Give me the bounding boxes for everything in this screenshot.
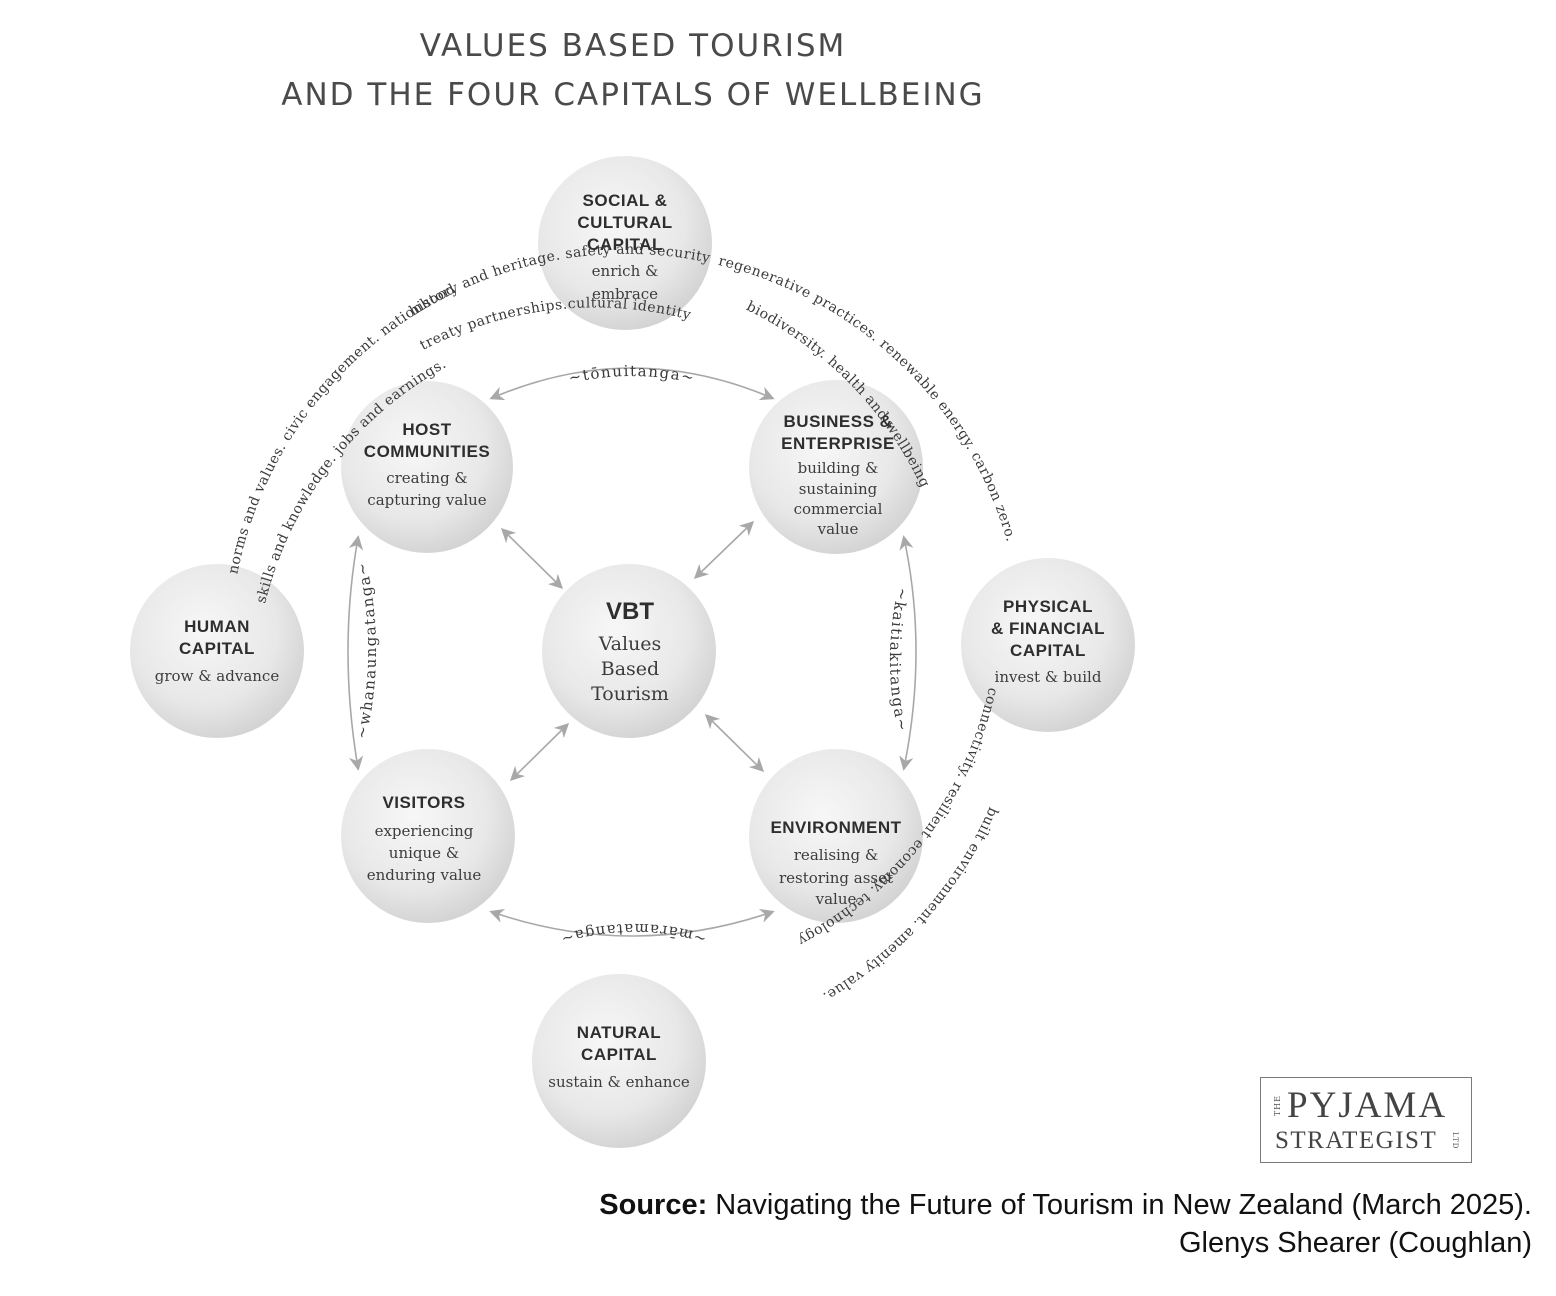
logo-the: THE: [1273, 1095, 1282, 1117]
host-sub-2: capturing value: [367, 491, 487, 509]
vbt-sub-2: Based: [601, 658, 659, 680]
social-title-1: SOCIAL &: [583, 191, 668, 210]
diagram-title-line1: VALUES BASED TOURISM: [420, 28, 847, 64]
visitors-sub-3: enduring value: [367, 866, 482, 884]
logo-word-pyjama: PYJAMA: [1287, 1085, 1448, 1126]
natural-title-1: NATURAL: [577, 1023, 661, 1042]
human-capital-circle: [130, 564, 304, 738]
physical-financial-capital-circle: [961, 558, 1135, 732]
natural-sub-1: sustain & enhance: [548, 1073, 690, 1091]
logo-word-strategist: STRATEGIST: [1275, 1127, 1438, 1154]
arrow-visitors-environment: [489, 908, 775, 937]
host-communities-circle: [341, 381, 513, 553]
business-title-2: ENTERPRISE: [781, 434, 895, 453]
social-title-3: CAPITAL: [587, 235, 663, 254]
physical-sub-1: invest & build: [995, 668, 1102, 686]
human-title-2: CAPITAL: [179, 639, 255, 658]
human-capital-text: HUMAN CAPITAL grow & advance: [155, 617, 280, 685]
environment-sub-3: value: [815, 890, 857, 908]
social-sub-2: embrace: [592, 285, 658, 303]
environment-sub-2: restoring asset: [779, 869, 893, 887]
connector-label-right: ~kaitiakitanga~: [886, 586, 912, 734]
vbt-sub-3: Tourism: [591, 683, 669, 705]
diagram-title-line2: AND THE FOUR CAPITALS OF WELLBEING: [281, 77, 984, 113]
natural-title-2: CAPITAL: [581, 1045, 657, 1064]
connector-label-bottom: ~māramatanga~: [558, 920, 708, 949]
arrow-host-visitors: [347, 535, 364, 771]
host-sub-1: creating &: [386, 469, 468, 487]
host-communities-text: HOST COMMUNITIES creating & capturing va…: [364, 420, 490, 509]
business-enterprise-circle: [749, 380, 923, 554]
source-author: Glenys Shearer (Coughlan): [1178, 1227, 1532, 1259]
business-sub-1: building &: [798, 459, 879, 477]
connector-arrows: [347, 367, 917, 937]
source-citation: Source: Navigating the Future of Tourism…: [599, 1186, 1532, 1262]
human-title-1: HUMAN: [184, 617, 250, 636]
physical-title-2: & FINANCIAL: [991, 619, 1105, 638]
vbt-title: VBT: [606, 598, 654, 625]
social-cultural-capital-text: SOCIAL & CULTURAL CAPITAL enrich & embra…: [577, 191, 672, 303]
business-enterprise-text: BUSINESS & ENTERPRISE building & sustain…: [781, 412, 895, 538]
physical-financial-capital-text: PHYSICAL & FINANCIAL CAPITAL invest & bu…: [991, 597, 1105, 686]
visitors-sub-2: unique &: [389, 844, 459, 862]
arrow-business-vbt: [693, 521, 755, 579]
vbt-circle: [542, 564, 716, 738]
arrow-host-vbt: [500, 527, 564, 590]
connector-label-top: ~tōnuitanga~: [567, 362, 697, 387]
environment-title-1: ENVIRONMENT: [770, 818, 901, 837]
source-line-1: Source: Navigating the Future of Tourism…: [599, 1186, 1532, 1224]
physical-title-1: PHYSICAL: [1003, 597, 1093, 616]
natural-capital-circle: [532, 974, 706, 1148]
visitors-text: VISITORS experiencing unique & enduring …: [367, 793, 482, 884]
human-sub-1: grow & advance: [155, 667, 280, 685]
arrow-vbt-visitors: [509, 722, 570, 782]
environment-text: ENVIRONMENT realising & restoring asset …: [770, 818, 901, 908]
natural-capital-text: NATURAL CAPITAL sustain & enhance: [548, 1023, 690, 1091]
social-title-2: CULTURAL: [577, 213, 672, 232]
social-sub-1: enrich &: [592, 262, 659, 280]
arrow-business-environment: [899, 535, 917, 771]
source-text: Navigating the Future of Tourism in New …: [707, 1189, 1532, 1221]
business-title-1: BUSINESS &: [784, 412, 893, 431]
source-label: Source:: [599, 1189, 708, 1221]
visitors-circle: [341, 749, 515, 923]
vbt-sub-1: Values: [598, 633, 662, 655]
environment-circle: [749, 749, 923, 923]
arrow-vbt-environment: [704, 713, 765, 773]
business-sub-2: sustaining: [799, 480, 878, 498]
social-cultural-capital-circle: [538, 156, 712, 330]
business-sub-4: value: [817, 520, 859, 538]
environment-sub-1: realising &: [794, 846, 878, 864]
logo-ltd: LTD: [1451, 1132, 1459, 1150]
host-title-2: COMMUNITIES: [364, 442, 490, 461]
business-sub-3: commercial: [794, 500, 883, 518]
connector-label-left: ~whanaungatanga~: [352, 560, 380, 741]
arrow-host-business: [489, 367, 775, 401]
visitors-title-1: VISITORS: [382, 793, 465, 812]
physical-title-3: CAPITAL: [1010, 641, 1086, 660]
vbt-text: VBT Values Based Tourism: [591, 598, 669, 705]
host-title-1: HOST: [402, 420, 451, 439]
pyjama-strategist-logo: THE PYJAMA STRATEGIST LTD: [1260, 1077, 1472, 1163]
visitors-sub-1: experiencing: [375, 822, 474, 840]
